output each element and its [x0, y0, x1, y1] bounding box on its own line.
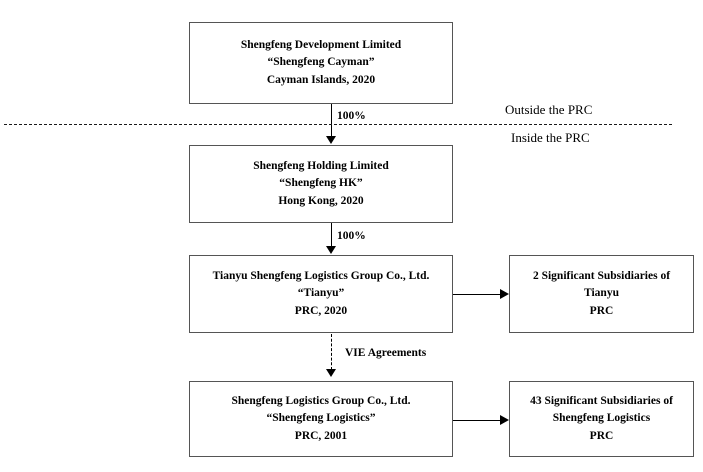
subsidiary-jurisdiction: PRC	[589, 429, 614, 442]
entity-box-shengfeng-logistics: Shengfeng Logistics Group Co., Ltd. “She…	[189, 381, 453, 457]
connector-hk-to-tianyu-arrowhead	[326, 246, 336, 254]
region-label-inside-prc: Inside the PRC	[511, 130, 590, 145]
region-label-outside-prc: Outside the PRC	[505, 102, 593, 117]
subsidiary-count-label: 43 Significant Subsidiaries of	[530, 394, 673, 407]
connector-logistics-to-subs-line	[453, 420, 501, 421]
connector-vie-arrowhead	[326, 369, 336, 377]
entity-short-name: “Shengfeng Logistics”	[266, 412, 376, 425]
prc-divider-line	[4, 124, 672, 125]
entity-name: Shengfeng Holding Limited	[253, 159, 389, 172]
connector-tianyu-to-subs-arrowhead	[500, 289, 509, 299]
entity-jurisdiction: PRC, 2020	[294, 304, 348, 317]
edge-label-vie-agreements: VIE Agreements	[345, 347, 427, 359]
entity-jurisdiction: Hong Kong, 2020	[278, 194, 364, 207]
entity-box-shengfeng-cayman: Shengfeng Development Limited “Shengfeng…	[189, 22, 453, 104]
entity-name: Shengfeng Logistics Group Co., Ltd.	[231, 394, 411, 407]
subsidiary-jurisdiction: PRC	[589, 304, 614, 317]
subsidiary-count-label: 2 Significant Subsidiaries of	[532, 269, 671, 282]
connector-cayman-to-hk-line	[331, 104, 332, 137]
subsidiary-parent-label: Shengfeng Logistics	[552, 412, 651, 425]
edge-label-ownership-hk-to-tianyu: 100%	[337, 230, 366, 242]
entity-name: Tianyu Shengfeng Logistics Group Co., Lt…	[212, 269, 430, 282]
connector-hk-to-tianyu-line	[331, 223, 332, 247]
connector-tianyu-to-subs-line	[453, 294, 501, 295]
connector-vie-dashed-line	[331, 334, 332, 370]
entity-short-name: “Shengfeng HK”	[279, 177, 363, 190]
subsidiary-group-box-shengfeng-logistics: 43 Significant Subsidiaries of Shengfeng…	[509, 381, 694, 457]
entity-name: Shengfeng Development Limited	[240, 38, 402, 51]
entity-jurisdiction: PRC, 2001	[294, 429, 348, 442]
subsidiary-parent-label: Tianyu	[584, 287, 619, 300]
entity-box-tianyu: Tianyu Shengfeng Logistics Group Co., Lt…	[189, 255, 453, 333]
subsidiary-group-box-tianyu: 2 Significant Subsidiaries of Tianyu PRC	[509, 255, 694, 333]
entity-short-name: “Tianyu”	[297, 287, 345, 300]
connector-cayman-to-hk-arrowhead	[326, 136, 336, 144]
edge-label-ownership-cayman-to-hk: 100%	[337, 110, 366, 122]
connector-logistics-to-subs-arrowhead	[500, 415, 509, 425]
entity-jurisdiction: Cayman Islands, 2020	[266, 73, 376, 86]
entity-short-name: “Shengfeng Cayman”	[267, 56, 375, 69]
entity-box-shengfeng-hk: Shengfeng Holding Limited “Shengfeng HK”…	[189, 145, 453, 223]
